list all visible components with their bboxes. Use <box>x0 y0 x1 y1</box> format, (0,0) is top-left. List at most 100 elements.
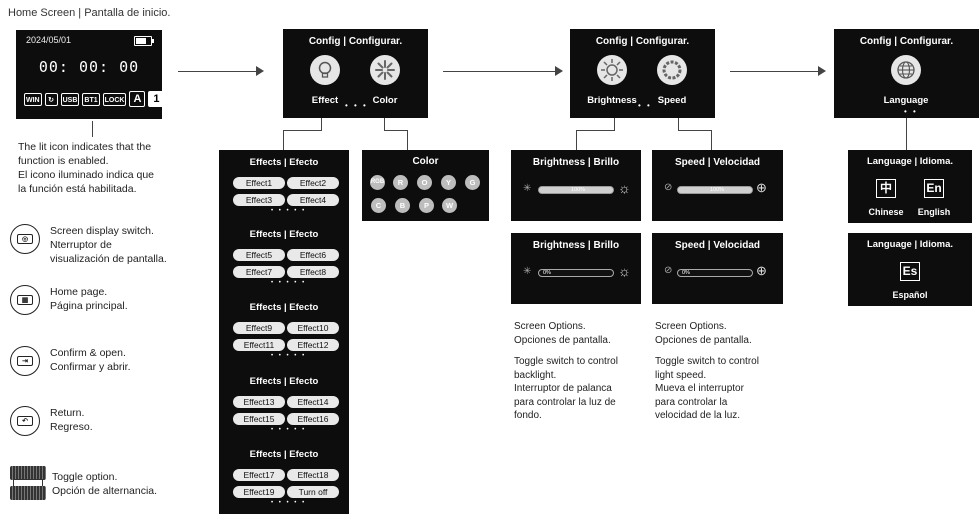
color-option-c[interactable]: C <box>371 198 386 213</box>
page-dots: • • <box>904 107 918 116</box>
effect-option[interactable]: Effect8 <box>287 266 339 278</box>
color-option-r[interactable]: R <box>393 175 408 190</box>
globe-icon[interactable] <box>891 55 921 85</box>
config-item-effect[interactable]: Effect <box>311 95 339 106</box>
language-title: Language | Idioma. <box>866 156 954 167</box>
language-option-chinese[interactable]: Chinese <box>868 207 904 217</box>
legend-line: Regreso. <box>50 421 93 433</box>
effect-option[interactable]: Effect2 <box>287 177 339 189</box>
brightness-title: Brightness | Brillo <box>532 157 620 168</box>
arrow-head-icon <box>555 66 563 76</box>
lit-note-line: function is enabled. <box>18 155 109 167</box>
sync-icon: ↻ <box>44 93 58 106</box>
bulb-icon[interactable] <box>310 55 340 85</box>
color-option-o[interactable]: O <box>417 175 432 190</box>
page-dots: • • • • • <box>271 427 307 433</box>
config-title: Config | Configurar. <box>595 36 690 47</box>
flow-arrow <box>443 71 555 72</box>
config-item-language[interactable]: Language <box>883 95 929 106</box>
sun-small-icon: ✳ <box>523 266 532 277</box>
page-dots: • • • • • <box>271 500 307 506</box>
speed-ring-icon[interactable] <box>657 55 687 85</box>
legend-line: Return. <box>50 407 85 419</box>
language-option-english[interactable]: English <box>917 207 951 217</box>
effect-option[interactable]: Turn off <box>287 486 339 498</box>
brightness-notes: Screen Options. Opciones de pantalla. To… <box>514 320 644 423</box>
note-line: velocidad de la luz. <box>655 410 741 421</box>
windows-mode-icon: WIN <box>24 93 42 106</box>
spanish-icon[interactable]: Es <box>900 262 920 281</box>
color-option-y[interactable]: Y <box>441 175 456 190</box>
note-line: backlight. <box>514 369 557 381</box>
effect-option[interactable]: Effect11 <box>233 339 285 351</box>
effect-option[interactable]: Effect13 <box>233 396 285 408</box>
effect-option[interactable]: Effect1 <box>233 177 285 189</box>
connector <box>711 130 712 150</box>
effect-option[interactable]: Effect19 <box>233 486 285 498</box>
sun-icon[interactable] <box>597 55 627 85</box>
note-line: para controlar la <box>655 396 728 408</box>
brightness-slider[interactable]: 0% <box>538 269 614 277</box>
effects-group-title: Effects | Efecto <box>249 449 319 460</box>
legend-screen-switch: ◎ Screen display switch. Nterruptor de v… <box>10 224 167 266</box>
note-line: Screen Options. <box>655 321 727 332</box>
bluetooth-icon: BT1 <box>82 93 100 106</box>
color-option-g[interactable]: G <box>465 175 480 190</box>
note-line: fondo. <box>514 410 542 421</box>
connector <box>678 118 679 130</box>
effects-group-title: Effects | Efecto <box>249 229 319 240</box>
speed-value: 100% <box>710 187 725 193</box>
speed-slider[interactable]: 0% <box>677 269 753 277</box>
language-option-spanish[interactable]: Español <box>892 290 928 300</box>
speed-panel-max: Speed | Velocidad ⊘ 100% ⊕ <box>652 150 783 221</box>
effect-option[interactable]: Effect10 <box>287 322 339 334</box>
color-option-rgb[interactable]: RGB <box>370 175 385 190</box>
brightness-panel-min: Brightness | Brillo ✳ 0% ☼ <box>511 233 641 304</box>
color-option-b[interactable]: B <box>395 198 410 213</box>
effect-option[interactable]: Effect6 <box>287 249 339 261</box>
brightness-title: Brightness | Brillo <box>532 240 620 251</box>
language-title: Language | Idioma. <box>866 239 954 250</box>
config-item-brightness[interactable]: Brightness <box>587 95 637 106</box>
home-note-connector <box>92 121 93 137</box>
effect-option[interactable]: Effect14 <box>287 396 339 408</box>
color-option-p[interactable]: P <box>419 198 434 213</box>
effect-option[interactable]: Effect12 <box>287 339 339 351</box>
note-line: Screen Options. <box>514 321 586 332</box>
english-icon[interactable]: En <box>924 179 944 198</box>
config-screen-language: Config | Configurar. Language • • <box>834 29 979 118</box>
sun-large-icon: ☼ <box>618 263 631 279</box>
chinese-icon[interactable]: 中 <box>876 179 896 198</box>
speed-notes: Screen Options. Opciones de pantalla. To… <box>655 320 785 423</box>
effect-option[interactable]: Effect16 <box>287 413 339 425</box>
speed-title: Speed | Velocidad <box>674 240 761 251</box>
effect-option[interactable]: Effect15 <box>233 413 285 425</box>
note-line: Opciones de pantalla. <box>514 334 611 346</box>
lit-note-line: El icono iluminado indica que <box>18 169 155 181</box>
color-burst-icon[interactable] <box>370 55 400 85</box>
brightness-slider[interactable]: 100% <box>538 186 614 194</box>
speed-slider[interactable]: 100% <box>677 186 753 194</box>
effect-option[interactable]: Effect7 <box>233 266 285 278</box>
connector <box>384 118 385 130</box>
config-item-speed[interactable]: Speed <box>657 95 687 106</box>
effect-option[interactable]: Effect5 <box>233 249 285 261</box>
effect-option[interactable]: Effect18 <box>287 469 339 481</box>
connector <box>614 118 615 130</box>
effect-option[interactable]: Effect4 <box>287 194 339 206</box>
page-dots: • • <box>638 101 652 110</box>
effect-option[interactable]: Effect17 <box>233 469 285 481</box>
config-title: Config | Configurar. <box>308 36 403 47</box>
language-panel-1: Language | Idioma. 中 En Chinese English <box>848 150 972 223</box>
effect-option[interactable]: Effect3 <box>233 194 285 206</box>
connector <box>678 130 711 131</box>
legend-home-page: ▦ Home page. Página principal. <box>10 285 128 315</box>
effect-option[interactable]: Effect9 <box>233 322 285 334</box>
page-dots: • • • • • <box>271 353 307 359</box>
connector <box>576 130 615 131</box>
color-option-w[interactable]: W <box>442 198 457 213</box>
connector <box>283 130 322 131</box>
usb-icon: USB <box>60 93 80 106</box>
speed-fast-icon: ⊕ <box>756 180 767 195</box>
config-item-color[interactable]: Color <box>372 95 398 106</box>
